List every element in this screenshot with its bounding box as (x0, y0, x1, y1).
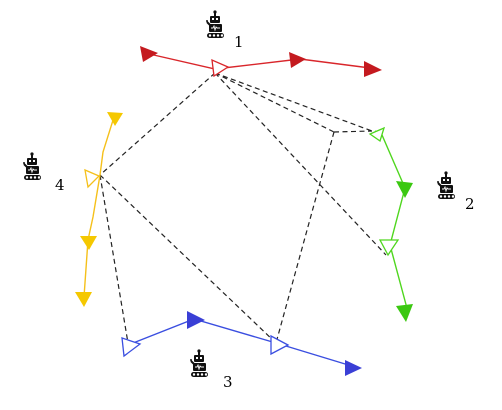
robot-4: 4 (22, 151, 65, 194)
robot-2-arrow-current-2 (378, 239, 400, 257)
robot-2-label: 2 (465, 195, 475, 213)
robot-1-label: 1 (234, 33, 244, 51)
robot-1-arrow-mid (289, 52, 306, 68)
robot-4-arrow-current (84, 168, 101, 189)
robot-1: 1 (205, 9, 244, 51)
robot-1-arrow-current (211, 58, 230, 78)
robot-3-arrow-start (121, 337, 142, 358)
robot-3-path (127, 318, 356, 368)
robot-icon (189, 348, 209, 378)
robot-2-arrow-end (396, 304, 413, 322)
robot-1-path (144, 52, 379, 70)
robot-4-label: 4 (55, 176, 65, 194)
link-1-2a (214, 72, 373, 132)
robot-3-trajectory (121, 311, 362, 376)
robot-3-arrow-end (345, 360, 362, 376)
link-4-3a (99, 174, 277, 344)
robot-icon (205, 9, 225, 39)
robot-4-arrow-start (107, 112, 123, 126)
robot-icon (436, 170, 456, 200)
robot-3-arrow-mid (187, 311, 205, 329)
link-4-3b (99, 174, 129, 344)
robot-1-arrow-start (140, 46, 158, 62)
robot-2-path (374, 130, 409, 313)
robot-4-arrow-end (75, 292, 92, 307)
robot-2: 2 (436, 170, 475, 213)
robot-3-label: 3 (223, 373, 233, 391)
communication-links (99, 72, 387, 344)
robot-2-trajectory (368, 126, 413, 322)
robot-4-path (83, 116, 115, 298)
robot-icon (22, 151, 42, 181)
link-1-4 (99, 72, 216, 176)
robot-1-trajectory (140, 46, 382, 78)
link-1-2b (214, 72, 387, 256)
link-2-3 (275, 131, 335, 344)
robot-4-arrow-mid (80, 236, 97, 250)
link-1-3 (214, 72, 335, 133)
link-1-2c (333, 130, 373, 133)
robot-4-trajectory (75, 112, 123, 307)
robot-2-arrow-mid (396, 181, 413, 198)
robot-2-arrow-current (368, 126, 386, 143)
robot-1-arrow-end (364, 61, 382, 77)
robot-3: 3 (189, 348, 233, 391)
robot-3-arrow-current (270, 334, 290, 356)
